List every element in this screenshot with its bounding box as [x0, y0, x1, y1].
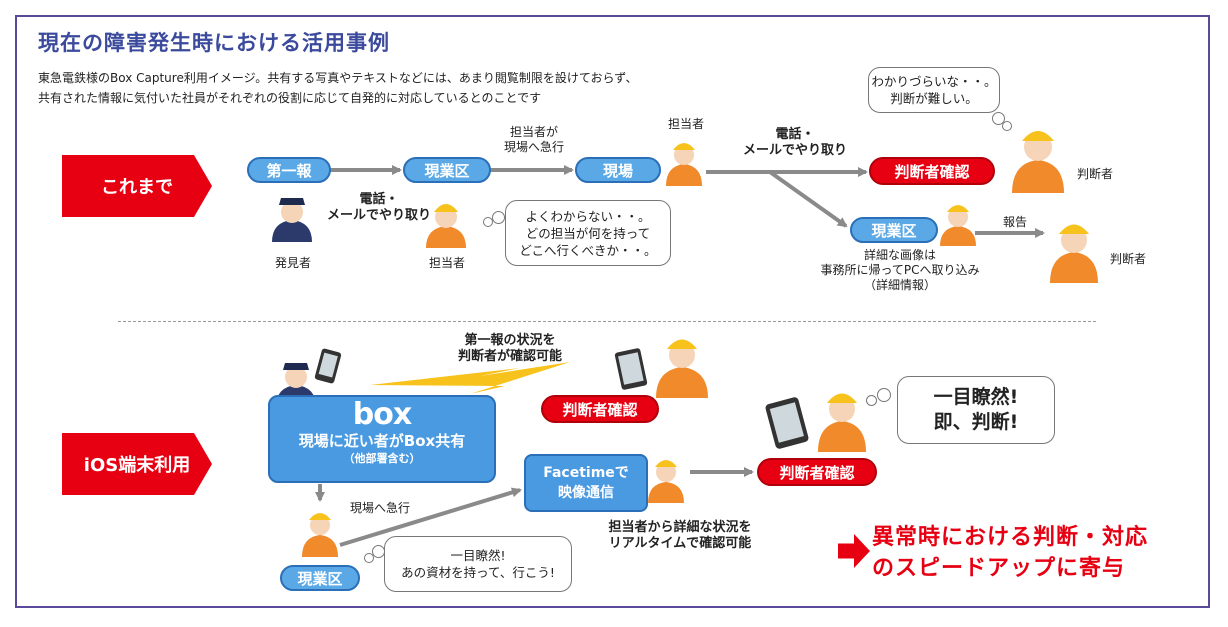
box-share-line-1: 現場に近い者がBox共有	[298, 432, 466, 450]
label-staff-1: 担当者	[428, 256, 465, 270]
bubble-line: わかりづらいな・・。	[871, 74, 997, 89]
label-phone-mail-1-line-1: 電話・	[359, 192, 399, 207]
node-judge-confirm-after-2: 判断者確認	[757, 458, 877, 486]
description-line-1: 東急電鉄様のBox Capture利用イメージ。共有する写真やテキストなどには、…	[38, 71, 638, 85]
label-phone-mail-2: 電話・ メールでやり取り	[730, 127, 860, 159]
label-rush-line-1: 担当者が	[509, 125, 558, 139]
arrow-staff-to-facetime	[339, 487, 522, 547]
label-detail-line-1: 詳細な画像は	[863, 248, 936, 262]
facetime-line-2: 映像通信	[558, 485, 614, 501]
tablet-icon-judge1-screen	[618, 352, 644, 385]
result-line-2: のスピードアップに寄与	[872, 556, 1126, 581]
result-text: 異常時における判断・対応 のスピードアップに寄与	[872, 522, 1148, 584]
label-first-report-visible: 第一報の状況を 判断者が確認可能	[440, 333, 580, 365]
worker-figure-staff-after	[302, 513, 338, 557]
label-realtime-line-1: 担当者から詳細な状況を	[608, 520, 752, 535]
thought-bubble-judge-after: 一目瞭然! 即、判断!	[897, 376, 1055, 444]
band-before: これまで	[62, 155, 212, 217]
worker-figure-judge2-after	[818, 393, 866, 452]
thought-dot	[992, 112, 1005, 125]
label-detail-line-3: （詳細情報）	[863, 278, 936, 292]
label-judge-2: 判断者	[1109, 252, 1146, 266]
facetime-line-1: Facetimeで	[543, 465, 629, 481]
bubble-line: どの担当が何を持って	[525, 225, 651, 241]
box-share-panel: box 現場に近い者がBox共有 （他部署含む）	[268, 395, 496, 483]
label-detail-line-2: 事務所に帰ってPCへ取り込み	[820, 263, 980, 277]
thought-bubble-judge-before: わかりづらいな・・。 判断が難しい。	[868, 67, 1000, 113]
label-first-report-line-1: 第一報の状況を	[464, 333, 556, 348]
worker-figure-judge2-before	[1050, 224, 1098, 283]
box-share-line-2: （他部署含む）	[343, 452, 421, 465]
bubble-line: 判断が難しい。	[890, 91, 978, 106]
label-rush-after: 現場へ急行	[349, 501, 410, 515]
thought-dot	[483, 217, 493, 227]
facetime-panel: Facetimeで 映像通信	[524, 454, 648, 512]
bubble-line: 一目瞭然!	[933, 386, 1019, 408]
label-phone-mail-1-line-2: メールでやり取り	[326, 208, 431, 223]
label-report: 報告	[1002, 215, 1027, 229]
tablet-icon-judge2-screen	[769, 402, 804, 443]
label-phone-mail-2-line-1: 電話・	[775, 127, 815, 142]
bubble-line: どこへ行くべきか・・。	[519, 242, 657, 258]
label-first-report-line-2: 判断者が確認可能	[457, 349, 562, 364]
node-judge-confirm-after-1: 判断者確認	[541, 395, 659, 423]
worker-figure-judge1-before	[1012, 131, 1064, 193]
bubble-line: よくわからない・・。	[525, 208, 651, 224]
thought-dot	[877, 388, 891, 402]
label-phone-mail-2-line-2: メールでやり取り	[742, 143, 847, 158]
node-site-section-2: 現業区	[850, 217, 938, 243]
thought-dot	[1002, 121, 1012, 131]
band-after: iOS端末利用	[62, 433, 212, 495]
section-divider	[118, 321, 1096, 322]
node-site-section-1: 現業区	[403, 157, 491, 183]
diagram-frame	[15, 15, 1210, 608]
worker-figure-staff-section2	[940, 205, 976, 246]
finder-figure-before	[272, 198, 312, 242]
label-rush-line-2: 現場へ急行	[503, 140, 564, 154]
worker-figure-judge1-after	[656, 339, 708, 398]
label-realtime-line-2: リアルタイムで確認可能	[608, 536, 752, 551]
arrow-site-to-section2	[768, 170, 848, 228]
bubble-line: あの資材を持って、行こう!	[401, 565, 555, 580]
description-line-2: 共有された情報に気付いた社員がそれぞれの役割に応じて自発的に対応しているとのこと…	[38, 91, 542, 105]
thought-bubble-staff-after: 一目瞭然! あの資材を持って、行こう!	[384, 536, 572, 592]
thought-dot	[364, 553, 374, 563]
bubble-line: 即、判断!	[933, 411, 1019, 433]
worker-figure-staff-site	[666, 143, 702, 186]
label-detail: 詳細な画像は 事務所に帰ってPCへ取り込み （詳細情報）	[800, 248, 1000, 293]
phone-icon-finder-screen	[318, 352, 338, 378]
node-first-report: 第一報	[247, 157, 331, 183]
thought-dot	[492, 211, 505, 224]
label-realtime: 担当者から詳細な状況を リアルタイムで確認可能	[590, 520, 770, 552]
worker-figure-staff-facetime	[648, 460, 684, 503]
bubble-line: 一目瞭然!	[450, 548, 506, 563]
result-line-1: 異常時における判断・対応	[872, 525, 1149, 550]
worker-figure-staff-before	[426, 204, 466, 248]
node-site-section-after: 現業区	[280, 565, 360, 591]
label-finder: 発見者	[274, 256, 311, 270]
box-logo: box	[352, 397, 412, 432]
label-judge-1: 判断者	[1076, 167, 1113, 181]
label-staff-2: 担当者	[667, 117, 704, 131]
label-phone-mail-1: 電話・ メールでやり取り	[314, 192, 444, 224]
page-title: 現在の障害発生時における活用事例	[38, 31, 390, 55]
lightning-bolt	[370, 362, 570, 394]
node-site: 現場	[575, 157, 661, 183]
thought-dot	[866, 395, 877, 406]
node-judge-confirm-before: 判断者確認	[869, 157, 995, 185]
label-rush: 担当者が 現場へ急行	[497, 125, 571, 155]
thought-bubble-staff-before: よくわからない・・。 どの担当が何を持って どこへ行くべきか・・。	[505, 200, 671, 266]
description: 東急電鉄様のBox Capture利用イメージ。共有する写真やテキストなどには、…	[38, 68, 637, 108]
